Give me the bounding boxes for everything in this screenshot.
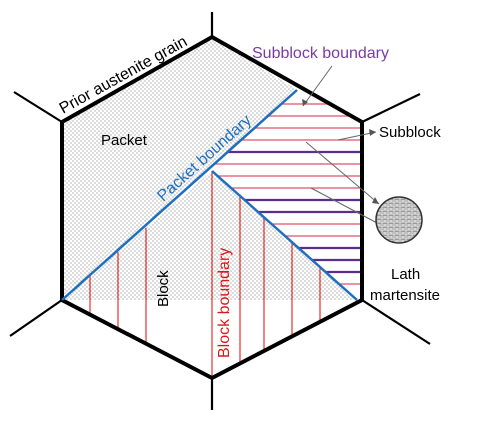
bottom-region	[62, 300, 357, 378]
subblock-label: Subblock	[379, 124, 441, 141]
neighbor-grain-boundaries	[9, 12, 431, 410]
block-label: Block	[155, 270, 172, 307]
lath-label: Lath	[391, 266, 420, 283]
martensite-label: martensite	[370, 287, 440, 304]
lath-martensite-inset	[375, 196, 423, 244]
block-lines	[89, 171, 321, 376]
leader-arrowheads	[302, 99, 379, 204]
packet-region	[62, 37, 297, 300]
block-boundary-triangle	[211, 170, 358, 301]
packet-label: Packet	[101, 132, 148, 149]
block-region	[62, 171, 357, 300]
subblock-boundary-label: Subblock boundary	[252, 45, 389, 62]
packet-boundary-line	[61, 89, 298, 301]
block-boundary-label: Block boundary	[216, 248, 233, 358]
subblock-lines	[214, 103, 362, 285]
